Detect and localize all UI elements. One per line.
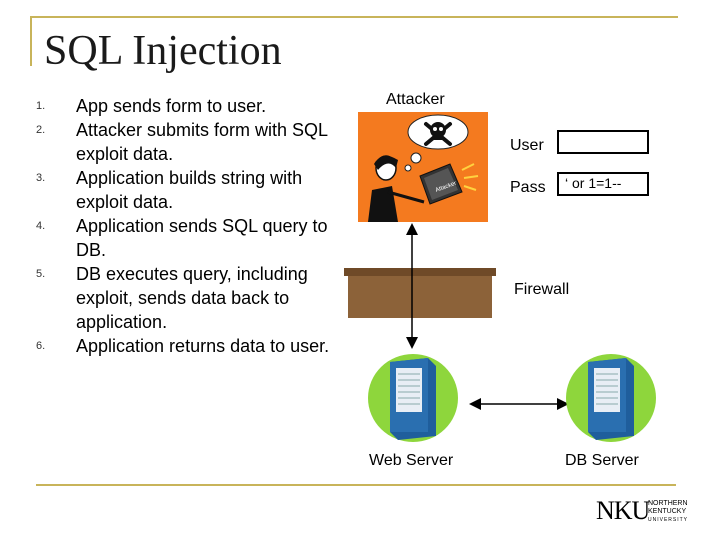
step-text: DB executes query, including exploit, se… xyxy=(76,264,308,332)
skull-icon xyxy=(424,122,452,146)
steps-list: 1. App sends form to user. 2. Attacker sub… xyxy=(36,94,336,358)
step-number: 4. xyxy=(36,220,46,232)
list-item: 6. Application returns data to user. xyxy=(36,334,336,358)
step-text: Attacker submits form with SQL exploit d… xyxy=(76,120,328,164)
logo-line-3: UNIVERSITY xyxy=(648,517,689,523)
firewall-block xyxy=(348,270,492,318)
list-item: 1. App sends form to user. xyxy=(36,94,336,118)
logo-line-1: NORTHERN xyxy=(648,500,688,507)
web-server-icon xyxy=(368,354,458,442)
person-icon xyxy=(368,155,425,222)
list-item: 5. DB executes query, including exploit, … xyxy=(36,262,336,334)
slide-title: SQL Injection xyxy=(44,28,282,74)
frame-line-top xyxy=(30,16,678,18)
step-number: 6. xyxy=(36,340,46,352)
attacker-icon: Attacker xyxy=(368,114,479,222)
frame-line-left xyxy=(30,16,32,66)
pass-label: Pass xyxy=(510,179,546,196)
step-text: Application builds string with exploit d… xyxy=(76,168,303,212)
frame-line-bottom xyxy=(36,484,676,486)
step-text: App sends form to user. xyxy=(76,96,267,116)
step-number: 1. xyxy=(36,100,46,112)
db-server-icon xyxy=(566,354,656,442)
step-number: 2. xyxy=(36,124,46,136)
attacker-label: Attacker xyxy=(386,91,445,108)
step-text: Application sends SQL query to DB. xyxy=(76,216,328,260)
step-number: 3. xyxy=(36,172,46,184)
firewall-top-edge xyxy=(344,268,496,276)
university-logo: NKU NORTHERN KENTUCKY UNIVERSITY xyxy=(596,496,706,528)
logo-letters: NKU xyxy=(596,496,650,525)
logo-line-2: KENTUCKY xyxy=(648,508,687,515)
firewall-label: Firewall xyxy=(514,281,570,298)
list-item: 3. Application builds string with exploit… xyxy=(36,166,336,214)
user-label: User xyxy=(510,137,544,154)
db-server-label: DB Server xyxy=(565,452,639,469)
list-item: 2. Attacker submits form with SQL exploit… xyxy=(36,118,336,166)
list-item: 4. Application sends SQL query to DB. xyxy=(36,214,336,262)
web-server-label: Web Server xyxy=(369,452,454,469)
pass-field[interactable]: ‘ or 1=1-- xyxy=(557,172,649,196)
attacker-illustration: Attacker xyxy=(358,112,488,222)
laptop-icon: Attacker xyxy=(419,163,479,205)
step-text: Application returns data to user. xyxy=(76,336,330,356)
step-number: 5. xyxy=(36,268,46,280)
user-field[interactable] xyxy=(557,130,649,154)
